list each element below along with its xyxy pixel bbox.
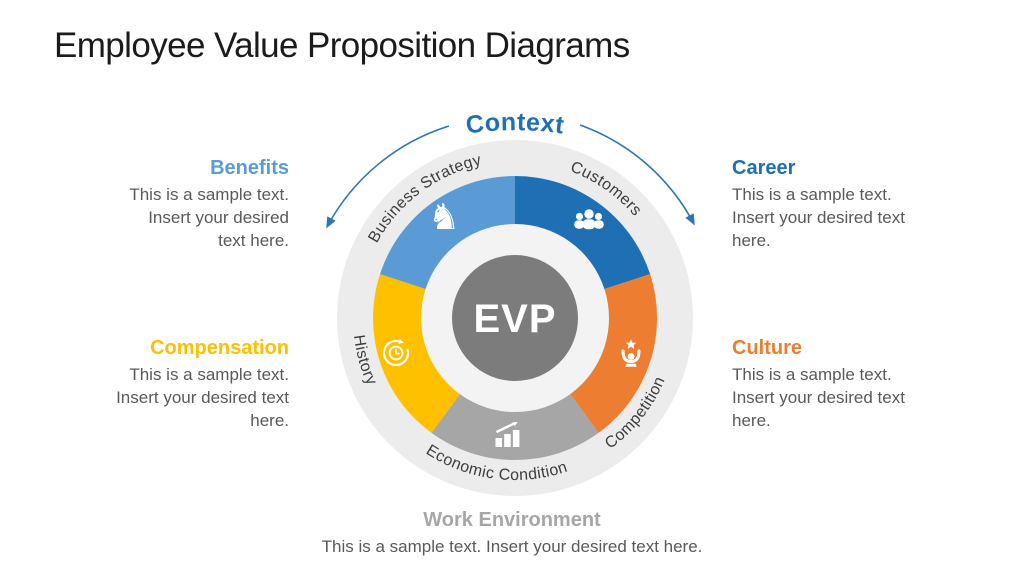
callout-compensation-line: here. <box>250 411 289 430</box>
segment-customers <box>515 175 651 289</box>
callout-compensation-line: This is a sample text. <box>129 365 289 384</box>
callout-culture-title: Culture <box>732 337 802 359</box>
callout-career-line: here. <box>732 231 771 250</box>
evp-center-circle <box>452 255 578 381</box>
callout-work-environment-title: Work Environment <box>423 509 601 531</box>
callout-compensation-title: Compensation <box>150 337 289 359</box>
callout-career-line: Insert your desired text <box>732 208 905 227</box>
callout-career: Career This is a sample text. Insert you… <box>732 156 937 252</box>
callout-culture-line: here. <box>732 411 771 430</box>
callout-benefits-line: Insert your desired <box>148 208 289 227</box>
callout-compensation-line: Insert your desired text <box>116 388 289 407</box>
context-arrow-left <box>326 125 450 229</box>
callout-work-environment-line: This is a sample text. Insert your desir… <box>321 537 703 556</box>
winner-icon <box>621 339 641 367</box>
callout-work-environment: Work Environment This is a sample text. … <box>252 508 772 558</box>
history-clock-icon <box>382 339 410 367</box>
callout-career-title: Career <box>732 157 796 179</box>
segment-competition <box>570 274 658 433</box>
people-group-icon <box>574 209 604 230</box>
callout-benefits: Benefits This is a sample text. Insert y… <box>84 156 289 252</box>
segment-business-strategy <box>380 176 515 289</box>
page-title: Employee Value Proposition Diagrams <box>54 26 630 65</box>
callout-benefits-line: text here. <box>218 231 289 250</box>
growth-chart-icon <box>495 422 520 447</box>
context-arrow-right <box>579 124 695 226</box>
callout-culture-line: This is a sample text. <box>732 365 892 384</box>
segment-history <box>373 274 460 433</box>
callout-career-line: This is a sample text. <box>732 185 892 204</box>
callout-culture: Culture This is a sample text. Insert yo… <box>732 336 937 432</box>
callout-benefits-title: Benefits <box>210 157 289 179</box>
callout-culture-line: Insert your desired text <box>732 388 905 407</box>
segment-economic-condition <box>431 394 599 461</box>
callout-benefits-line: This is a sample text. <box>129 185 289 204</box>
callout-compensation: Compensation This is a sample text. Inse… <box>84 336 289 432</box>
chess-knight-icon: ♞ <box>428 197 460 238</box>
context-label: Context <box>464 108 566 139</box>
evp-label: EVP <box>473 297 556 341</box>
